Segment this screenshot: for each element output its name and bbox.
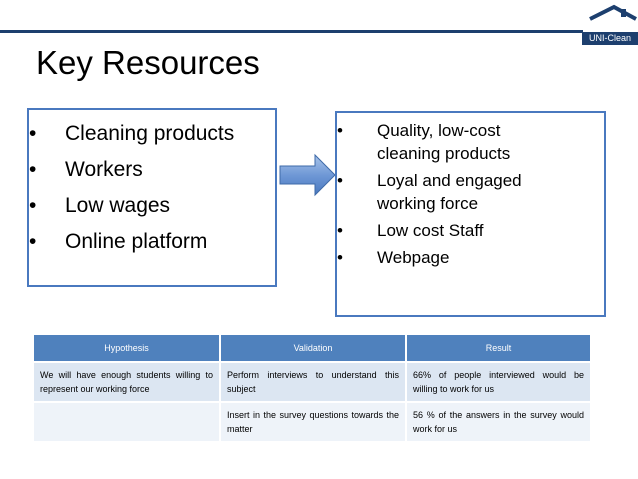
table-cell: Insert in the survey questions towards t… xyxy=(220,401,407,441)
list-item-line: Webpage xyxy=(377,248,450,267)
logo-text: UNI-Clean xyxy=(582,32,638,45)
list-item-line: working force xyxy=(377,194,479,213)
house-roof-icon xyxy=(589,4,637,33)
validation-table: Hypothesis Validation Result We will hav… xyxy=(34,335,592,441)
bullet: • xyxy=(337,121,343,140)
list-item-line: Loyal and engaged xyxy=(377,171,522,190)
table-cell: We will have enough students willing to … xyxy=(34,361,221,402)
table-row: We will have enough students willing to … xyxy=(34,361,592,402)
list-item: • Webpage xyxy=(337,246,604,269)
bullet: • xyxy=(29,230,37,253)
column-header-validation: Validation xyxy=(220,335,407,362)
list-item: • Online platform xyxy=(29,229,275,255)
resources-box: • Cleaning products • Workers • Low wages •… xyxy=(27,108,277,287)
header-divider xyxy=(0,30,583,33)
list-item: • Low cost Staff xyxy=(337,219,604,242)
bullet: • xyxy=(337,248,343,267)
list-item-text: Low wages xyxy=(65,194,171,217)
table-cell xyxy=(34,401,221,441)
table-row: Insert in the survey questions towards t… xyxy=(34,401,592,441)
bullet: • xyxy=(29,158,37,181)
table-cell: Perform interviews to understand this su… xyxy=(220,361,407,402)
uni-clean-logo: UNI-Clean xyxy=(582,3,638,45)
column-header-hypothesis: Hypothesis xyxy=(34,335,221,362)
benefits-box: • Quality, low-cost cleaning products • Loy… xyxy=(335,111,606,317)
list-item: • Loyal and engaged working force xyxy=(337,169,604,215)
column-header-result: Result xyxy=(406,335,592,362)
right-arrow-icon xyxy=(279,153,336,197)
list-item: • Workers xyxy=(29,157,275,183)
bullet: • xyxy=(29,122,37,145)
bullet: • xyxy=(337,221,343,240)
list-item-text: Cleaning products xyxy=(65,122,235,145)
bullet: • xyxy=(29,194,37,217)
list-item: • Quality, low-cost cleaning products xyxy=(337,119,604,165)
table-cell: 56 % of the answers in the survey would … xyxy=(406,401,592,441)
list-item-text: Online platform xyxy=(65,230,208,253)
resources-list: • Cleaning products • Workers • Low wages •… xyxy=(29,110,275,255)
table-header-row: Hypothesis Validation Result xyxy=(34,335,592,362)
list-item-line: Quality, low-cost xyxy=(377,121,501,140)
table-cell: 66% of people interviewed would be willi… xyxy=(406,361,592,402)
list-item-line: cleaning products xyxy=(377,144,511,163)
list-item: • Cleaning products xyxy=(29,121,275,147)
page-title: Key Resources xyxy=(36,44,260,81)
benefits-list: • Quality, low-cost cleaning products • Loy… xyxy=(337,113,604,269)
list-item: • Low wages xyxy=(29,193,275,219)
list-item-line: Low cost Staff xyxy=(377,221,484,240)
list-item-text: Workers xyxy=(65,158,143,181)
bullet: • xyxy=(337,171,343,190)
